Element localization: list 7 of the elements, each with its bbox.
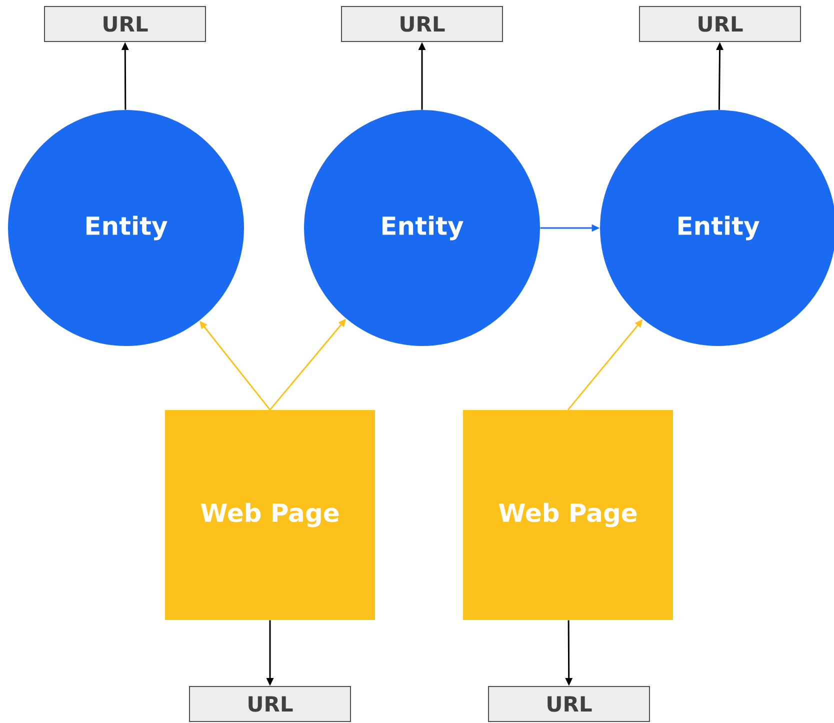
- web-page-box: Web Page: [463, 410, 673, 620]
- url-box: URL: [639, 6, 801, 42]
- web-page-box: Web Page: [165, 410, 375, 620]
- url-box: URL: [44, 6, 206, 42]
- url-box: URL: [488, 686, 650, 722]
- url-box: URL: [189, 686, 351, 722]
- url-box: URL: [341, 6, 503, 42]
